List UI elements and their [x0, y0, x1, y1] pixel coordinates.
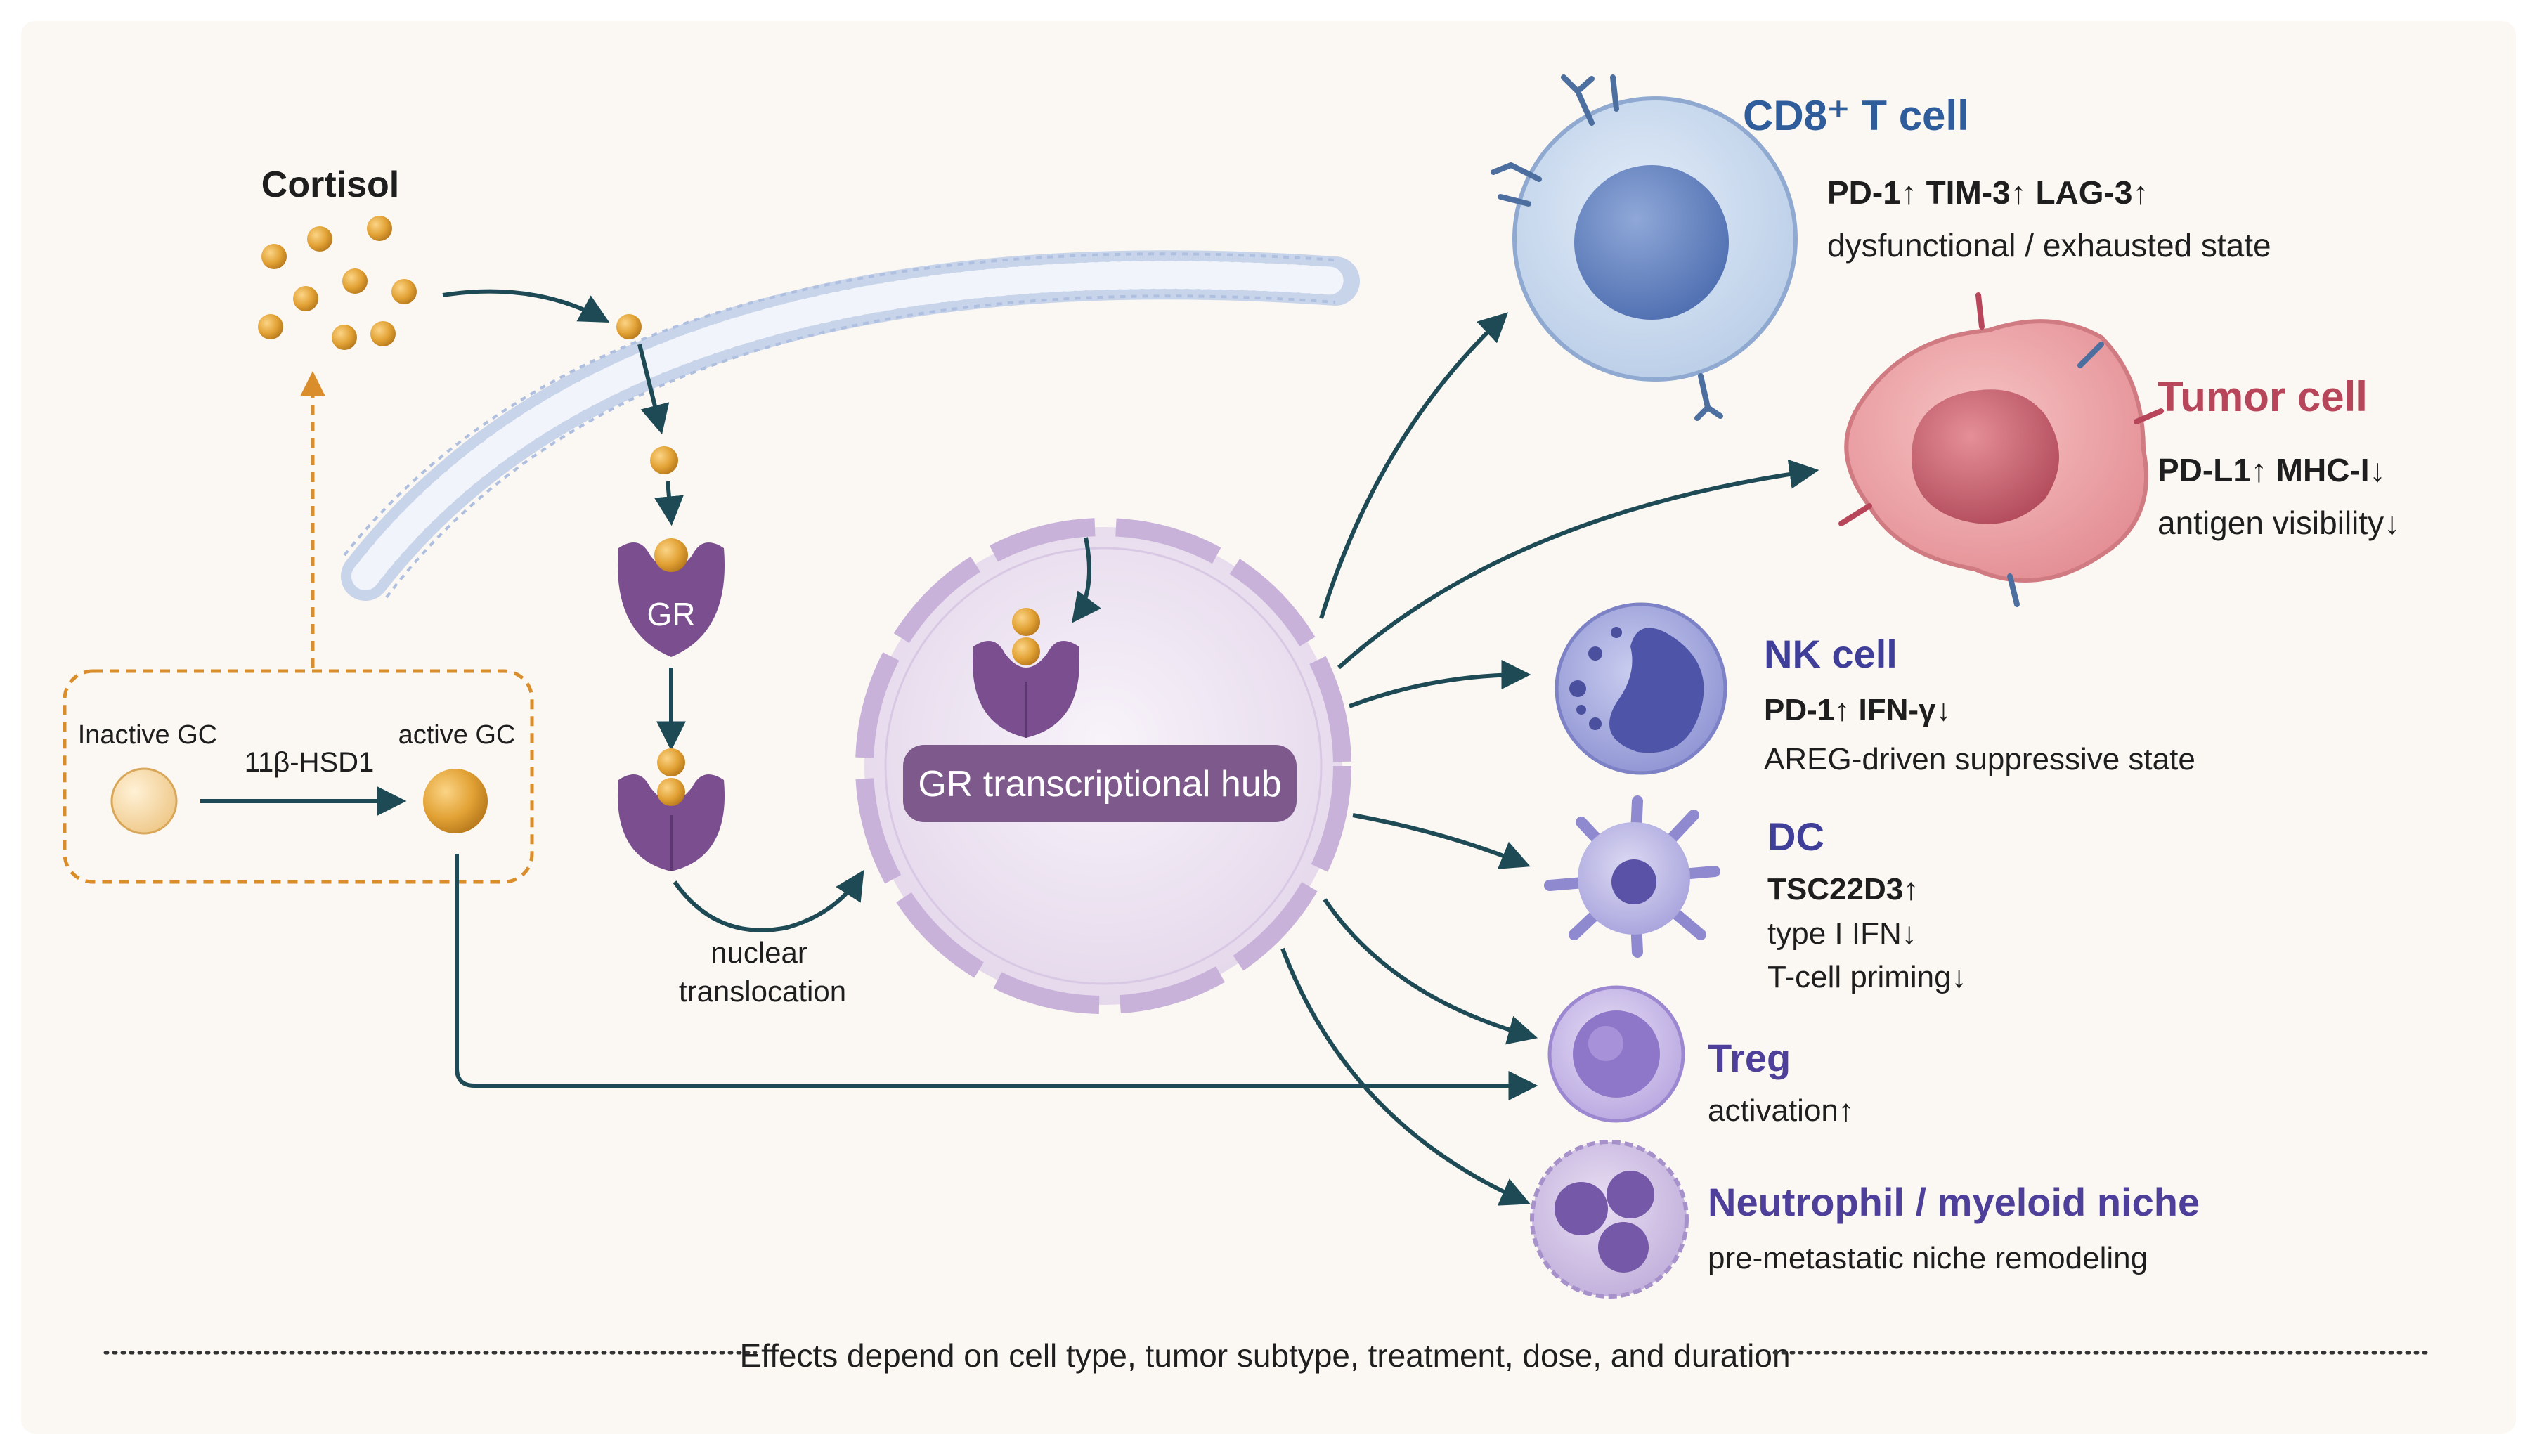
neutrophil-state: pre-metastatic niche remodeling: [1708, 1241, 2148, 1275]
tumor-markers: PD-L1↑ MHC-I↓: [2158, 452, 2386, 488]
cell-membrane: [341, 250, 1360, 601]
dc-marker2: type I IFN↓: [1767, 916, 1917, 951]
cortisol-in-cytoplasm: [650, 446, 678, 474]
hub-label: GR transcriptional hub: [918, 764, 1281, 805]
arrow-hub-to-treg: [1323, 898, 1538, 1045]
gr-receptor-bound: [617, 538, 725, 657]
activation-box: [63, 669, 534, 884]
active-gc-label: active GC: [398, 720, 516, 750]
arrow-hub-to-nk: [1348, 660, 1531, 708]
nk-state: AREG-driven suppressive state: [1764, 742, 2195, 776]
inactive-gc-label: Inactive GC: [78, 720, 218, 750]
gr-dimer: [617, 748, 725, 871]
nk-title: NK cell: [1764, 632, 1897, 676]
cortisol-label: Cortisol: [261, 164, 399, 205]
arrow-hub-to-cd8: [1319, 312, 1509, 619]
arrow-to-gr: [654, 481, 684, 526]
hub-label-box: [903, 745, 1297, 822]
arrow-cortisol-to-membrane: [442, 289, 610, 323]
cd8-title: CD8⁺ T cell: [1743, 92, 1969, 139]
dc-marker3: T-cell priming↓: [1767, 960, 1967, 994]
nk-cell: [1555, 602, 1727, 775]
treg-state: activation↑: [1708, 1093, 1854, 1128]
hub-gr-dimer: [972, 608, 1080, 738]
arrow-membrane-to-cytoplasm: [637, 344, 670, 435]
tumor-cell: [1838, 292, 2164, 607]
cortisol-at-membrane: [616, 314, 642, 339]
treg-cell: [1547, 985, 1685, 1123]
translocation-line1: nuclear: [711, 936, 807, 969]
treg-title: Treg: [1708, 1036, 1791, 1080]
gr-label: GR: [647, 596, 696, 632]
arrow-active-gc-to-treg: [455, 854, 1538, 1100]
tumor-title: Tumor cell: [2158, 373, 2368, 420]
arrow-hub-to-neutrophil: [1280, 947, 1531, 1206]
arrow-hub-to-tumor: [1337, 459, 1819, 670]
enzyme-label: 11β-HSD1: [245, 747, 375, 778]
cd8-markers: PD-1↑ TIM-3↑ LAG-3↑: [1827, 174, 2148, 211]
dc-title: DC: [1767, 814, 1824, 859]
cortisol-molecules: [258, 216, 417, 350]
nk-markers: PD-1↑ IFN-γ↓: [1764, 693, 1951, 727]
arrow-nuclear-translocation: [673, 869, 864, 932]
translocation-line2: translocation: [679, 975, 846, 1008]
cd8-state: dysfunctional / exhausted state: [1827, 227, 2271, 264]
cd8-t-cell: [1491, 74, 1798, 421]
neutrophil-cell: [1530, 1140, 1689, 1299]
neutrophil-title: Neutrophil / myeloid niche: [1708, 1180, 2200, 1224]
arrow-into-nucleus: [1071, 537, 1101, 623]
footer-note: Effects depend on cell type, tumor subty…: [739, 1337, 1790, 1374]
active-gc-molecule: [423, 769, 488, 833]
dendritic-cell: [1544, 795, 1720, 958]
dc-marker1: TSC22D3↑: [1767, 872, 1919, 906]
tumor-state: antigen visibility↓: [2158, 505, 2400, 541]
arrow-hub-to-dc: [1352, 813, 1531, 869]
inactive-gc-molecule: [110, 767, 178, 835]
